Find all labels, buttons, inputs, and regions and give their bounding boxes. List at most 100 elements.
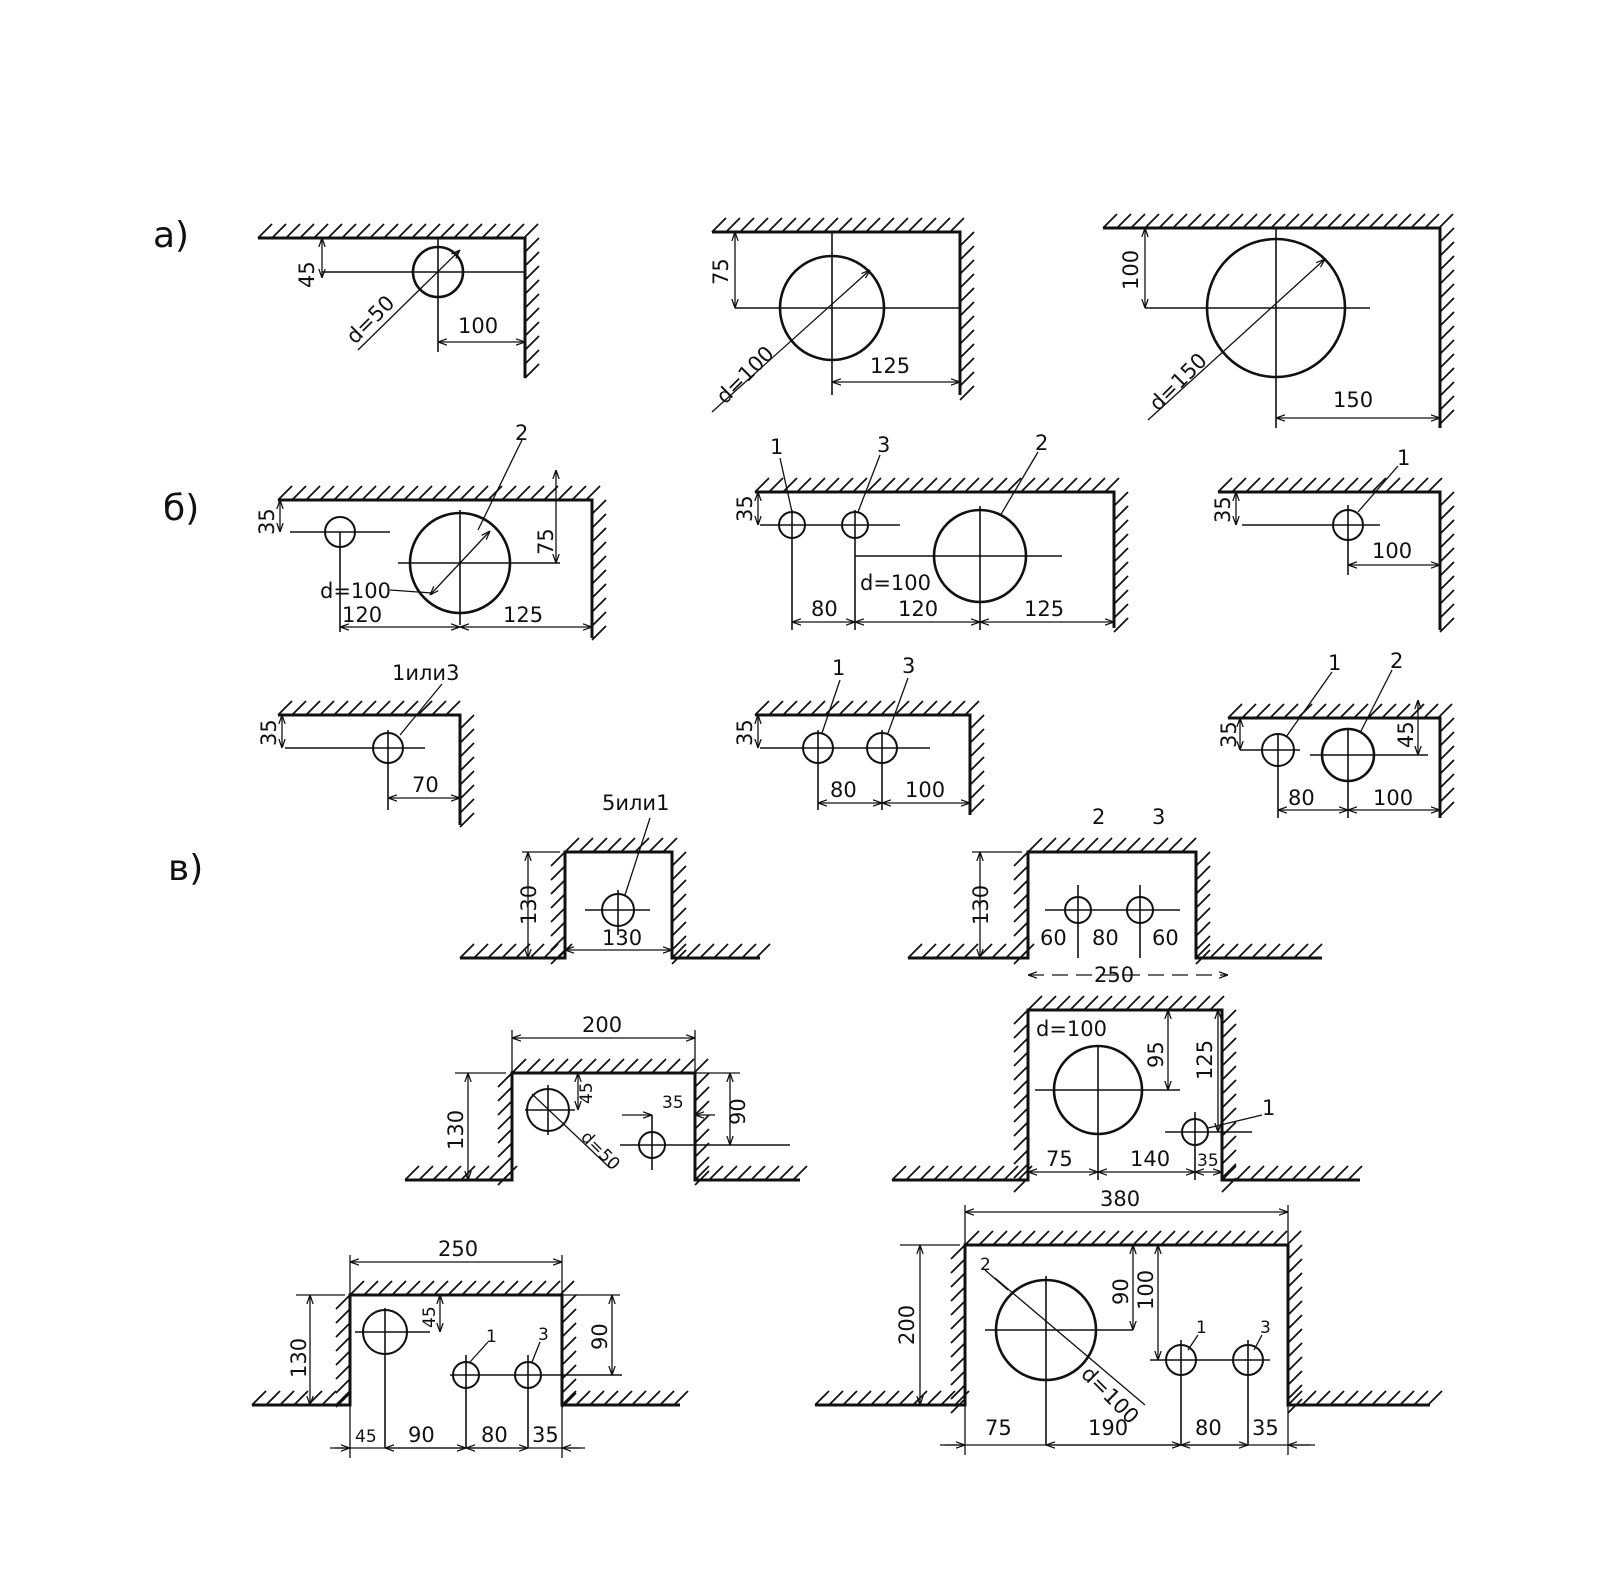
position-1: 1: [832, 656, 845, 680]
figure-b4: 35 70 1или3: [257, 661, 462, 825]
dim-80: 80: [481, 1423, 508, 1447]
dim-45: 45: [1394, 721, 1418, 748]
position-2: 2: [1390, 649, 1403, 673]
dim-35: 35: [1211, 496, 1235, 523]
dim-100: 100: [1119, 250, 1143, 290]
dim-35: 35: [532, 1423, 559, 1447]
figure-b2: 35 80 120 125 d=100 1 3 2: [733, 431, 1116, 630]
dim-75: 75: [985, 1416, 1012, 1440]
figure-a1: 45 100 d=50: [258, 236, 527, 378]
figure-v3: 200 130 45 35 90 d=50: [405, 1013, 800, 1182]
figure-b1: 35 75 120 125 d=100 2: [255, 421, 594, 638]
dim-250: 250: [438, 1237, 478, 1261]
figure-v6: 380 200 90 100 d=100 75 190 80 35 1 2 3: [815, 1187, 1430, 1455]
diameter-label: d=150: [1145, 348, 1212, 415]
position-2: 2: [1092, 805, 1105, 829]
figure-v1: 130 130 5или1: [460, 791, 760, 960]
dim-35: 35: [1217, 721, 1241, 748]
dim-75: 75: [534, 528, 558, 555]
dim-95: 95: [1144, 1041, 1168, 1068]
dim-35: 35: [733, 495, 757, 522]
diameter-label: d=100: [320, 579, 391, 603]
position-1: 1: [1196, 1318, 1207, 1338]
figure-b6: 35 45 80 100 1 2: [1217, 649, 1442, 818]
dim-100: 100: [458, 314, 498, 338]
dim-130: 130: [287, 1338, 311, 1378]
position-3: 3: [1260, 1318, 1271, 1338]
dim-120: 120: [898, 597, 938, 621]
dim-380: 380: [1100, 1187, 1140, 1211]
dim-190: 190: [1088, 1416, 1128, 1440]
dim-45: 45: [420, 1306, 440, 1328]
figure-b5: 35 80 100 1 3: [733, 654, 972, 815]
section-label-a: а): [153, 215, 189, 256]
dim-125: 125: [1193, 1040, 1217, 1080]
diameter-label: d=50: [576, 1127, 623, 1174]
position-3: 3: [902, 654, 915, 678]
dim-45: 45: [355, 1427, 377, 1447]
dim-100: 100: [1372, 539, 1412, 563]
position-2: 2: [980, 1255, 991, 1275]
dim-90: 90: [1109, 1278, 1133, 1305]
dim-45: 45: [295, 261, 319, 288]
diameter-label: d=100: [712, 341, 779, 408]
position-1-or-3: 1или3: [392, 661, 459, 685]
position-1: 1: [770, 435, 783, 459]
dim-100: 100: [1373, 786, 1413, 810]
dim-90: 90: [408, 1423, 435, 1447]
position-2: 2: [1035, 431, 1048, 455]
dim-80: 80: [1288, 786, 1315, 810]
figure-a3: 100 150 d=150: [1103, 226, 1442, 428]
dim-200: 200: [895, 1305, 919, 1345]
dim-130: 130: [602, 926, 642, 950]
dim-75: 75: [1046, 1147, 1073, 1171]
dim-45: 45: [577, 1082, 597, 1104]
figure-v2: 130 60 80 60 250 2 3: [908, 805, 1322, 987]
diameter-label: d=100: [860, 571, 931, 595]
dim-90: 90: [726, 1098, 750, 1125]
dim-250: 250: [1094, 963, 1134, 987]
dim-80: 80: [1092, 926, 1119, 950]
position-3: 3: [1152, 805, 1165, 829]
dim-35: 35: [255, 508, 279, 535]
dim-80: 80: [811, 597, 838, 621]
position-3: 3: [877, 433, 890, 457]
figure-b3: 35 100 1: [1211, 446, 1442, 630]
dim-200: 200: [582, 1013, 622, 1037]
dim-100: 100: [1134, 1270, 1158, 1310]
dim-80: 80: [830, 778, 857, 802]
dim-130: 130: [969, 885, 993, 925]
wall-hatching: [251, 213, 1455, 1414]
dim-90: 90: [588, 1323, 612, 1350]
dim-75: 75: [709, 258, 733, 285]
position-1: 1: [486, 1327, 497, 1347]
section-label-v: в): [168, 848, 203, 889]
dim-140: 140: [1130, 1147, 1170, 1171]
position-3: 3: [538, 1325, 549, 1345]
dim-130: 130: [517, 885, 541, 925]
figure-v4: d=100 95 125 75 140 35 1: [892, 1008, 1360, 1182]
figure-v5: 250 130 45 90 45 90 80 35 1 3: [252, 1237, 680, 1458]
dim-60: 60: [1152, 926, 1179, 950]
position-5-or-1: 5или1: [602, 791, 669, 815]
diameter-label: d=100: [1036, 1017, 1107, 1041]
position-2: 2: [515, 421, 528, 445]
dim-35: 35: [1252, 1416, 1279, 1440]
dim-60: 60: [1040, 926, 1067, 950]
dim-35: 35: [662, 1093, 684, 1113]
figure-a2: 75 125 d=100: [709, 230, 962, 413]
position-1: 1: [1262, 1096, 1275, 1120]
position-1: 1: [1397, 446, 1410, 470]
dim-35: 35: [1197, 1151, 1219, 1171]
dim-125: 125: [503, 603, 543, 627]
dim-125: 125: [1024, 597, 1064, 621]
dim-150: 150: [1333, 388, 1373, 412]
dim-100: 100: [905, 778, 945, 802]
section-label-b: б): [163, 488, 199, 529]
dim-125: 125: [870, 354, 910, 378]
dim-70: 70: [412, 773, 439, 797]
dim-120: 120: [342, 603, 382, 627]
dim-35: 35: [733, 719, 757, 746]
diameter-label: d=50: [342, 291, 400, 349]
